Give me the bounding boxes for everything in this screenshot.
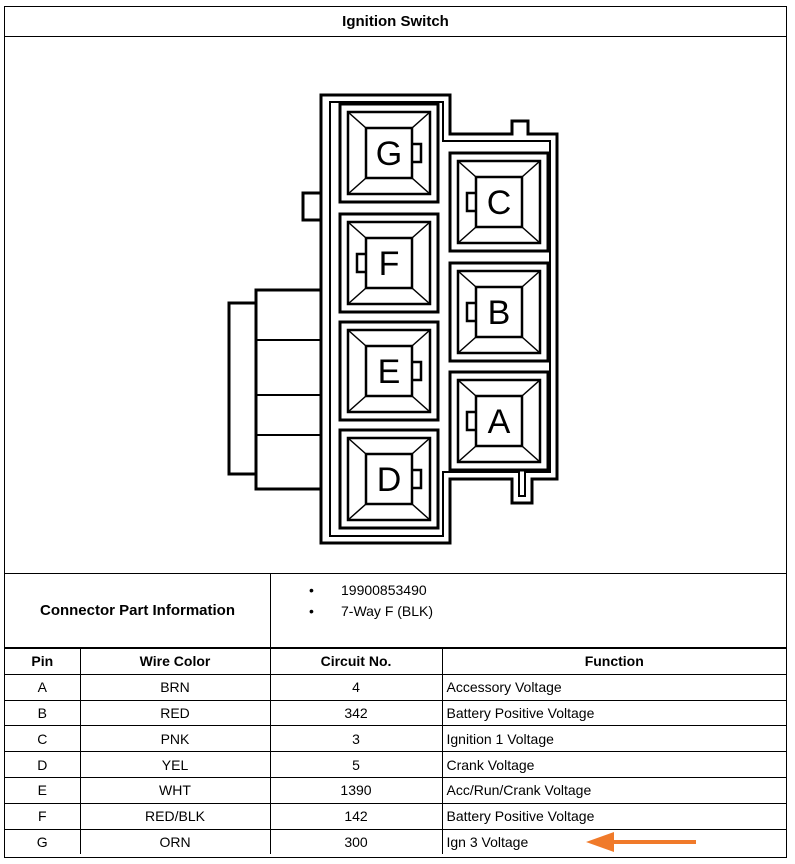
cell-pin: E	[5, 776, 81, 804]
table-row: B RED 342 Battery Positive Voltage	[5, 699, 786, 727]
pinout-table: Pin Wire Color Circuit No. Function A BR…	[5, 648, 786, 855]
table-row: F RED/BLK 142 Battery Positive Voltage	[5, 802, 786, 830]
cavity-b	[448, 261, 550, 363]
cell-function: Accessory Voltage	[441, 673, 786, 701]
cell-circuit-no: 1390	[269, 776, 443, 804]
part-info-list: 19900853490 7-Way F (BLK)	[273, 580, 433, 622]
header-pin: Pin	[5, 648, 81, 675]
cell-wire-color: BRN	[79, 673, 271, 701]
part-info-label: Connector Part Information	[5, 574, 271, 647]
cell-pin: A	[5, 673, 81, 701]
connector-side-latch	[227, 288, 321, 491]
cell-function: Battery Positive Voltage	[441, 802, 786, 830]
cavity-c	[448, 151, 550, 253]
cell-function: Battery Positive Voltage	[441, 699, 786, 727]
cell-circuit-no: 4	[269, 673, 443, 701]
cavity-d	[338, 428, 440, 530]
table-row: A BRN 4 Accessory Voltage	[5, 673, 786, 701]
table-header-row: Pin Wire Color Circuit No. Function	[5, 648, 786, 675]
pin-label-d: D	[377, 461, 402, 499]
pin-label-b: B	[488, 294, 511, 332]
cell-circuit-no: 5	[269, 751, 443, 778]
cell-wire-color: RED/BLK	[79, 802, 271, 830]
cell-circuit-no: 142	[269, 802, 443, 830]
cell-circuit-no: 300	[269, 828, 443, 855]
cavity-a	[448, 370, 550, 472]
cell-pin: C	[5, 725, 81, 753]
cell-pin: B	[5, 699, 81, 727]
highlight-arrow-icon	[586, 832, 696, 852]
cell-wire-color: RED	[79, 699, 271, 727]
cell-pin: D	[5, 751, 81, 778]
cell-function: Crank Voltage	[441, 751, 786, 778]
cavity-f	[338, 212, 440, 314]
connector-face-diagram: G F E D C B A	[227, 93, 559, 545]
pin-label-f: F	[379, 245, 400, 283]
cell-wire-color: ORN	[79, 828, 271, 855]
cell-pin: F	[5, 802, 81, 830]
cavity-g	[338, 102, 440, 204]
cell-wire-color: YEL	[79, 751, 271, 778]
part-number: 19900853490	[273, 580, 433, 601]
pin-label-e: E	[378, 353, 401, 391]
cell-wire-color: WHT	[79, 776, 271, 804]
pin-label-g: G	[376, 135, 402, 173]
connector-description: 7-Way F (BLK)	[273, 601, 433, 622]
header-circuit-no: Circuit No.	[269, 648, 443, 675]
cell-function: Ignition 1 Voltage	[441, 725, 786, 753]
table-row: D YEL 5 Crank Voltage	[5, 751, 786, 778]
connector-part-info: Connector Part Information 19900853490 7…	[5, 573, 786, 648]
cell-circuit-no: 342	[269, 699, 443, 727]
table-row: E WHT 1390 Acc/Run/Crank Voltage	[5, 776, 786, 804]
header-function: Function	[441, 648, 786, 675]
header-wire-color: Wire Color	[79, 648, 271, 675]
page-title: Ignition Switch	[5, 7, 786, 37]
cell-pin: G	[5, 828, 81, 855]
table-row: C PNK 3 Ignition 1 Voltage	[5, 725, 786, 753]
cell-wire-color: PNK	[79, 725, 271, 753]
connector-drawing: G F E D C B A	[5, 37, 786, 573]
cavity-e	[338, 320, 440, 422]
cell-function: Acc/Run/Crank Voltage	[441, 776, 786, 804]
pin-label-a: A	[488, 403, 511, 441]
cell-circuit-no: 3	[269, 725, 443, 753]
pin-label-c: C	[487, 184, 512, 222]
connector-housing	[319, 93, 559, 545]
